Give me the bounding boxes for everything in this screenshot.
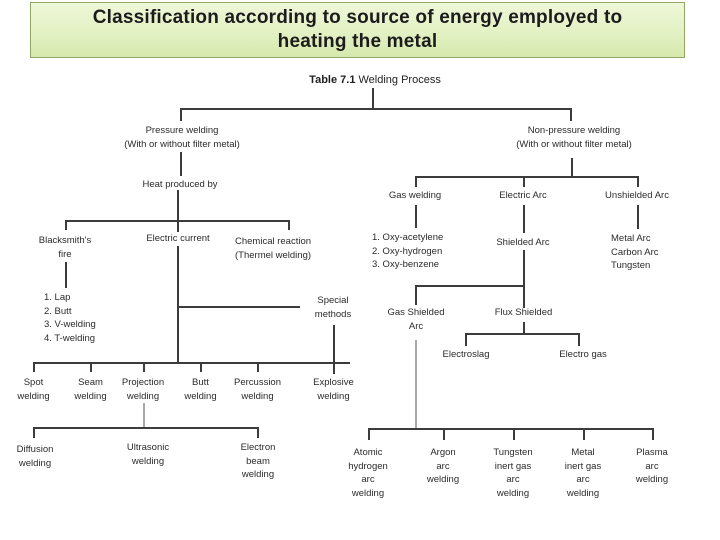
node-electric-arc: Electric Arc xyxy=(499,190,547,201)
slide-title: Classification according to source of en… xyxy=(92,7,623,52)
connector xyxy=(257,362,259,372)
node-projection-welding: Projection welding xyxy=(121,377,165,402)
node-metal-inert-gas-arc-welding: Metal inert gas arc welding xyxy=(564,447,602,499)
connector xyxy=(523,205,525,233)
node-chemical-reaction: Chemical reaction (Thermel welding) xyxy=(235,236,312,261)
connector xyxy=(637,205,639,229)
node-shielded-arc: Shielded Arc xyxy=(496,237,550,248)
connector xyxy=(65,262,67,288)
node-plasma-arc-welding: Plasma arc welding xyxy=(635,447,669,485)
tree-heading-number: Table 7.1 xyxy=(309,74,356,86)
connector xyxy=(257,427,259,438)
connector xyxy=(180,108,182,121)
connector xyxy=(180,108,572,110)
connector xyxy=(415,176,638,178)
connector xyxy=(652,428,654,440)
connector xyxy=(33,362,35,372)
node-explosive-welding: Explosive welding xyxy=(313,377,354,402)
node-non-pressure-welding: Non-pressure welding (With or without fi… xyxy=(516,125,632,150)
connector xyxy=(177,306,300,308)
connector xyxy=(372,88,374,108)
connector xyxy=(65,220,289,222)
node-percussion-welding: Percussion welding xyxy=(234,377,281,402)
connector xyxy=(523,322,525,333)
node-gas-welding: Gas welding xyxy=(388,190,442,201)
connector xyxy=(368,428,653,430)
node-oxy-fuel-list: 1. Oxy-acetylene 2. Oxy-hydrogen 3. Oxy-… xyxy=(372,232,444,270)
node-ultrasonic-welding: Ultrasonic welding xyxy=(126,442,170,467)
node-blacksmiths-fire: Blacksmith's fire xyxy=(38,235,92,260)
connector xyxy=(523,176,525,187)
connector xyxy=(200,362,202,372)
connector xyxy=(177,190,179,363)
node-flux-shielded: Flux Shielded xyxy=(494,307,553,318)
connector xyxy=(415,205,417,228)
node-seam-welding: Seam welding xyxy=(74,377,107,402)
connector xyxy=(415,285,417,305)
node-electroslag: Electroslag xyxy=(442,349,490,360)
connector-faint xyxy=(143,403,145,427)
title-banner: Classification according to source of en… xyxy=(30,2,685,58)
connector xyxy=(333,325,335,374)
node-electron-beam-welding: Electron beam welding xyxy=(240,442,276,480)
connector xyxy=(33,362,350,364)
node-heat-produced-by: Heat produced by xyxy=(142,179,218,190)
connector-faint xyxy=(415,340,417,428)
node-tungsten-inert-gas-arc-welding: Tungsten inert gas arc welding xyxy=(493,447,533,499)
connector xyxy=(180,152,182,176)
connector xyxy=(443,428,445,440)
connector xyxy=(288,220,290,230)
connector xyxy=(523,250,525,308)
connector xyxy=(637,176,639,187)
connector xyxy=(65,220,67,230)
connector xyxy=(513,428,515,440)
node-electric-current: Electric current xyxy=(128,232,228,246)
connector xyxy=(465,333,579,335)
connector xyxy=(571,158,573,176)
node-electro-gas: Electro gas xyxy=(559,349,607,360)
node-argon-arc-welding: Argon arc welding xyxy=(426,447,460,485)
connector xyxy=(583,428,585,440)
connector xyxy=(368,428,370,440)
tree-heading: Table 7.1 Welding Process xyxy=(280,74,470,86)
node-pressure-welding: Pressure welding (With or without filter… xyxy=(124,125,240,150)
node-atomic-hydrogen-arc-welding: Atomic hydrogen arc welding xyxy=(348,447,388,499)
connector xyxy=(90,362,92,372)
connector xyxy=(415,285,524,287)
connector xyxy=(570,108,572,121)
node-diffusion-welding: Diffusion welding xyxy=(16,444,54,469)
tree-heading-text: Welding Process xyxy=(355,74,441,86)
node-joint-type-list: 1. Lap 2. Butt 3. V-welding 4. T-welding xyxy=(44,292,96,344)
node-spot-welding: Spot welding xyxy=(17,377,50,402)
connector xyxy=(143,362,145,372)
node-gas-shielded-arc: Gas Shielded Arc xyxy=(387,307,445,332)
node-unshielded-arc-list: Metal Arc Carbon Arc Tungsten xyxy=(611,233,659,271)
connector xyxy=(33,427,35,438)
connector xyxy=(415,176,417,187)
node-special-methods: Special methods xyxy=(314,295,352,320)
connector xyxy=(465,333,467,346)
connector xyxy=(33,427,258,429)
connector xyxy=(578,333,580,346)
node-unshielded-arc: Unshielded Arc xyxy=(605,190,669,201)
node-butt-welding: Butt welding xyxy=(184,377,217,402)
